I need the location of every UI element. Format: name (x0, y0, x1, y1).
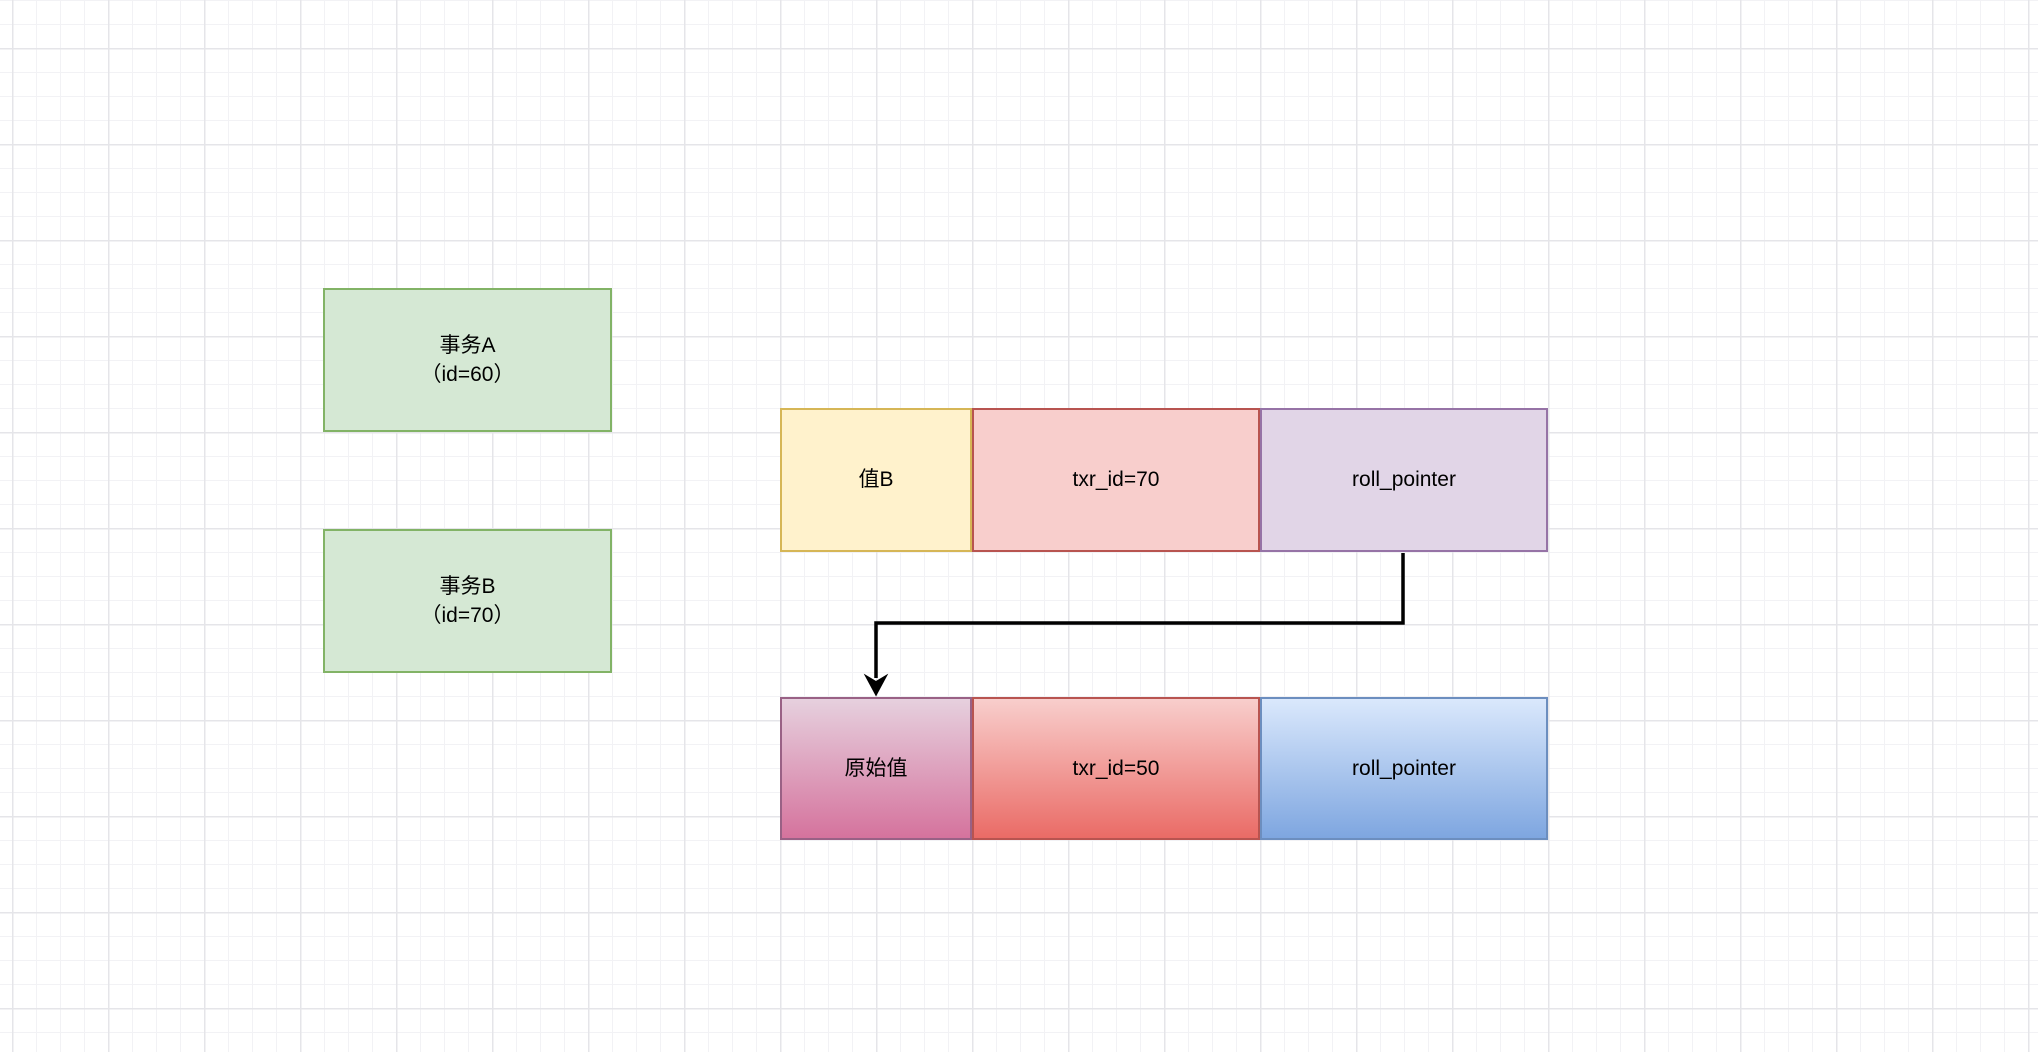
cell-value-b-label: 值B (858, 468, 894, 492)
cell-txr-id-70[interactable]: txr_id=70 (972, 408, 1260, 552)
cell-value-b[interactable]: 值B (780, 408, 972, 552)
transaction-b-id: （id=70） (420, 604, 515, 627)
cell-original-value-label: 原始值 (844, 756, 908, 780)
cell-original-value[interactable]: 原始值 (780, 697, 972, 840)
roll-pointer-arrow-line (874, 553, 1405, 678)
transaction-b-box[interactable]: 事务B （id=70） (323, 529, 612, 673)
transaction-a-id: （id=60） (420, 363, 515, 386)
cell-roll-pointer-current[interactable]: roll_pointer (1260, 408, 1548, 552)
cell-txr-id-50[interactable]: txr_id=50 (972, 697, 1260, 840)
transaction-b-title: 事务B (439, 574, 496, 598)
transaction-a-title: 事务A (439, 333, 496, 357)
cell-roll-pointer-current-label: roll_pointer (1352, 468, 1456, 492)
cell-txr-id-50-label: txr_id=50 (1072, 756, 1160, 780)
roll-pointer-arrowhead-icon (863, 673, 889, 697)
transaction-a-box[interactable]: 事务A （id=60） (323, 288, 612, 432)
cell-roll-pointer-undo-label: roll_pointer (1352, 756, 1456, 780)
cell-roll-pointer-undo[interactable]: roll_pointer (1260, 697, 1548, 840)
cell-txr-id-70-label: txr_id=70 (1072, 468, 1160, 492)
